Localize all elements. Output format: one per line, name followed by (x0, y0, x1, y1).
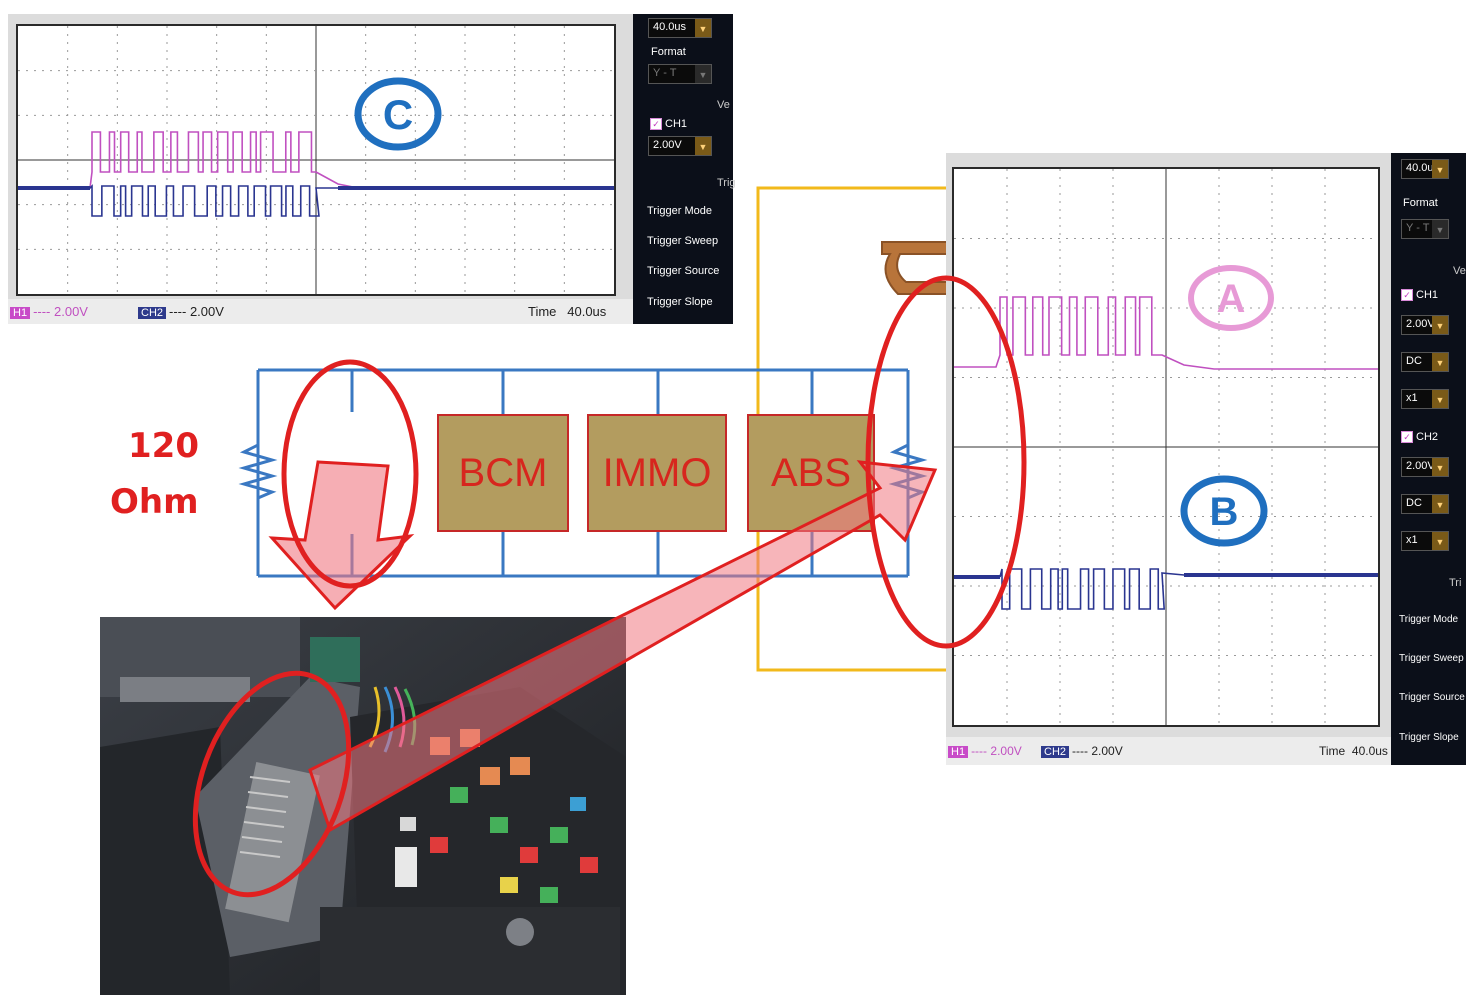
module-immo: IMMO (587, 414, 727, 532)
engine-bay-photo (100, 617, 626, 995)
resistor-left-icon (244, 435, 272, 510)
resistor-right-icon (894, 435, 922, 510)
module-bcm: BCM (437, 414, 569, 532)
resistor-value-label: 120 (128, 426, 199, 466)
resistor-unit-label: Ohm (110, 482, 199, 522)
engine-bay-illustration (100, 617, 626, 995)
module-abs: ABS (747, 414, 875, 532)
